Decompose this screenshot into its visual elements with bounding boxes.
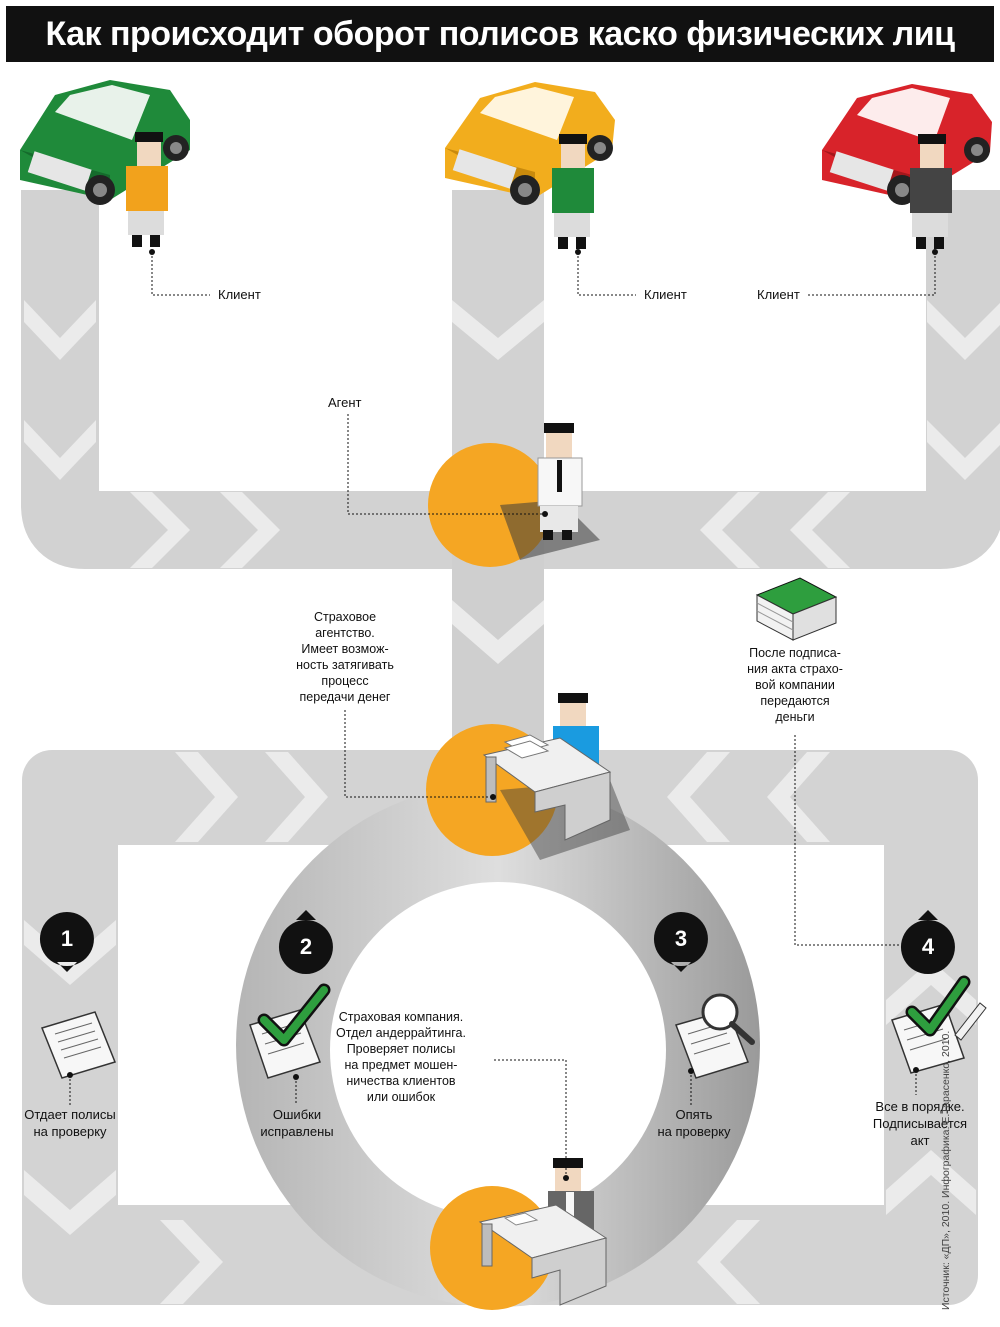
company-note-line: Отдел андеррайтинга.: [336, 1026, 466, 1040]
money-note-line: передаются: [760, 694, 830, 708]
chevron: [220, 492, 280, 568]
money-note-line: ния акта страхо-: [747, 662, 843, 676]
agency-note-line: ность затягивать: [296, 658, 394, 672]
chevron: [697, 1220, 760, 1304]
client-person-1: [126, 132, 168, 247]
client-person-3: [910, 134, 952, 249]
company-note: Страховая компания. Отдел андеррайтинга.…: [323, 1009, 479, 1105]
chevron: [452, 300, 544, 360]
chevron: [452, 600, 544, 664]
chevron: [24, 420, 96, 480]
chevron: [767, 752, 830, 842]
client-label-3: Клиент: [757, 287, 800, 302]
chevron: [24, 1170, 116, 1235]
source-credit: Источник: «ДП», 2010. Инфографика: Е.Тар…: [940, 1030, 952, 1310]
agency-desk: [482, 734, 612, 841]
step-label-line: на проверку: [33, 1124, 107, 1139]
agency-note-line: Страховое: [313, 610, 377, 624]
title-bar: Как происходит оборот полисов каско физи…: [6, 6, 994, 62]
step-label-line: акт: [910, 1133, 930, 1148]
page-title: Как происходит оборот полисов каско физи…: [45, 15, 955, 53]
leader-company: [494, 1059, 567, 1178]
ring-center: [330, 882, 666, 1218]
magnifier-icon: [701, 993, 755, 1045]
step-label-line: Все в порядке.: [875, 1099, 965, 1114]
chevron: [130, 492, 190, 568]
chevron: [24, 300, 96, 360]
leader-client-1: [151, 252, 210, 296]
badge-shape-3: [653, 912, 708, 972]
leader-dots: [67, 249, 938, 1181]
chevron: [927, 420, 1000, 480]
chevron: [265, 752, 328, 842]
agency-note-line: Имеет возмож-: [301, 642, 389, 656]
agency-note-line: процесс: [321, 674, 369, 688]
chevron: [175, 752, 238, 842]
check-icon-4: [905, 975, 971, 1037]
car-red: [822, 84, 992, 205]
money-note-line: После подписа-: [749, 646, 841, 660]
chevron: [160, 1220, 223, 1304]
chevron: [886, 1150, 976, 1215]
agency-note: Страховое агентство. Имеет возмож- ность…: [270, 609, 420, 705]
badge-shape-1: [39, 912, 94, 972]
leader-money: [794, 735, 900, 946]
agency-note-line: передачи денег: [299, 690, 391, 704]
chevron: [927, 300, 1000, 360]
company-note-line: Проверяет полисы: [346, 1042, 456, 1056]
leader-agency: [344, 710, 493, 798]
chevron: [700, 492, 760, 568]
step-label-4: Все в порядке. Подписывается акт: [865, 1098, 975, 1149]
check-icon-2: [257, 983, 331, 1047]
leader-agent: [347, 414, 545, 515]
step-number-3: 3: [674, 926, 688, 951]
client-label-2: Клиент: [644, 287, 687, 302]
leader-client-3: [808, 252, 936, 296]
company-desk: [478, 1204, 608, 1306]
step-label-line: исправлены: [260, 1124, 334, 1139]
company-note-line: или ошибок: [366, 1090, 436, 1104]
pen-icon: [954, 1002, 987, 1041]
step-label-line: Подписывается: [872, 1116, 968, 1131]
step-label-line: на проверку: [657, 1124, 731, 1139]
step-label-line: Ошибки: [272, 1107, 322, 1122]
client-person-2: [552, 134, 594, 249]
badge-shape-4: [900, 910, 955, 974]
chevron: [790, 492, 850, 568]
money-note: После подписа- ния акта страхо- вой комп…: [725, 645, 865, 725]
company-note-line: на предмет мошен-: [344, 1058, 458, 1072]
agency-note-line: агентство.: [315, 626, 375, 640]
step-label-2: Ошибки исправлены: [237, 1106, 357, 1140]
company-note-line: Страховая компания.: [338, 1010, 464, 1024]
company-note-line: ничества клиентов: [346, 1074, 456, 1088]
road-network: [21, 190, 1000, 1307]
step-label-line: Опять: [675, 1107, 713, 1122]
leader-lines: [69, 252, 936, 1178]
step-badges: [39, 910, 955, 974]
money-note-line: деньги: [775, 710, 815, 724]
chevron: [667, 752, 730, 842]
step-label-1: Отдает полисы на проверку: [10, 1106, 130, 1140]
step-number-1: 1: [60, 926, 74, 951]
agent-person: [537, 423, 583, 540]
money-note-line: вой компании: [755, 678, 835, 692]
step-label-3: Опять на проверку: [634, 1106, 754, 1140]
client-label-1: Клиент: [218, 287, 261, 302]
badge-shape-2: [278, 910, 333, 974]
money-stack-icon: [755, 577, 838, 641]
leader-client-2: [577, 252, 636, 296]
step-number-4: 4: [921, 934, 935, 959]
chevron: [24, 920, 116, 985]
document-icon-1: [40, 1011, 117, 1079]
agent-label: Агент: [328, 395, 362, 410]
step-number-2: 2: [299, 934, 313, 959]
step-label-line: Отдает полисы: [24, 1107, 116, 1122]
